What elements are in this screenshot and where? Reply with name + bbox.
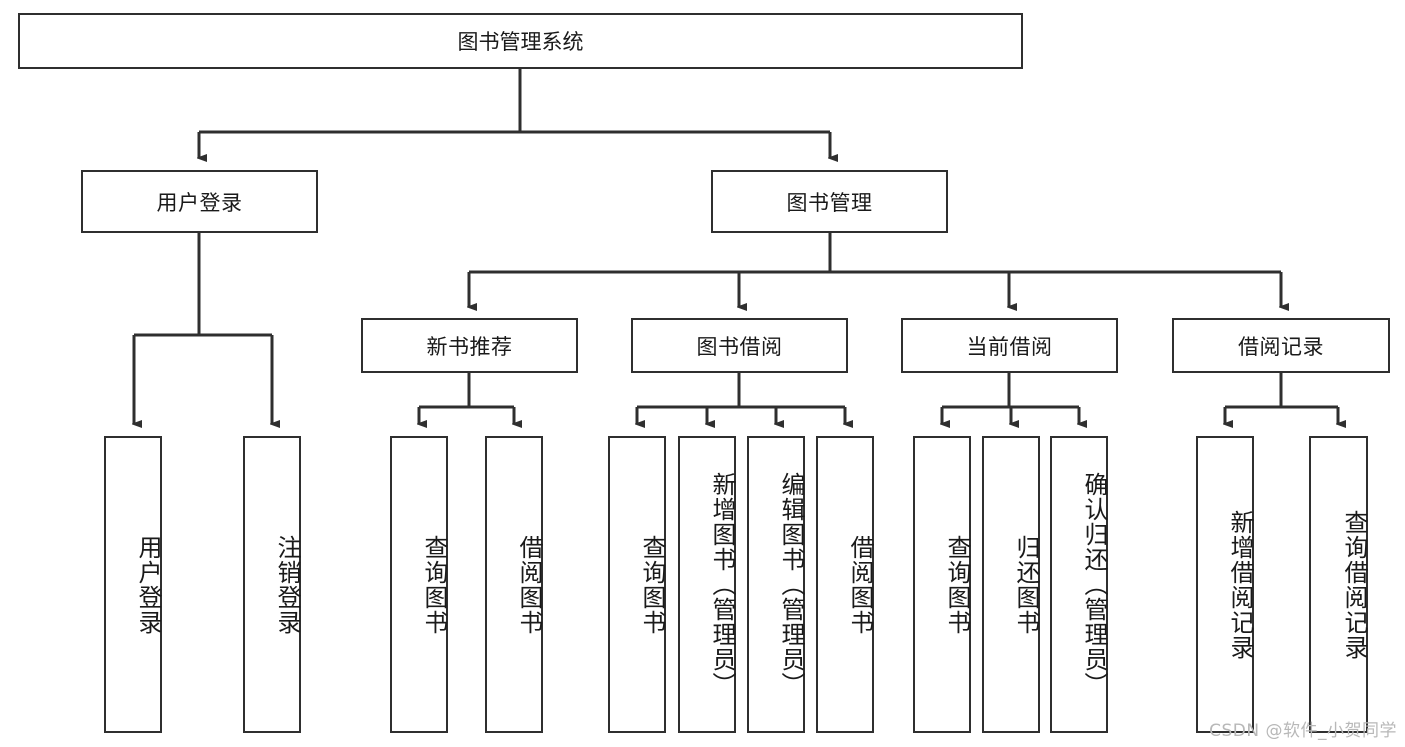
leaf-label: 借阅图书 bbox=[846, 534, 874, 635]
leaf-label: 新增图书（管理员） bbox=[708, 472, 736, 697]
leaf-label: 借阅图书 bbox=[515, 534, 543, 635]
leaf-node[interactable]: 确认归还（管理员） bbox=[1050, 436, 1108, 733]
leaf-node[interactable]: 编辑图书（管理员） bbox=[747, 436, 805, 733]
node-user-login[interactable]: 用户登录 bbox=[81, 170, 318, 233]
watermark: CSDN @软件_小贺同学 bbox=[1209, 721, 1397, 741]
node-label: 当前借阅 bbox=[966, 334, 1053, 359]
leaf-label: 查询图书 bbox=[943, 534, 971, 635]
node-root[interactable]: 图书管理系统 bbox=[18, 13, 1023, 69]
leaf-label: 确认归还（管理员） bbox=[1080, 472, 1108, 697]
leaf-label: 查询图书 bbox=[638, 534, 666, 635]
leaf-node[interactable]: 注销登录 bbox=[243, 436, 301, 733]
leaf-node[interactable]: 查询图书 bbox=[913, 436, 971, 733]
leaf-node[interactable]: 用户登录 bbox=[104, 436, 162, 733]
node-root-label: 图书管理系统 bbox=[457, 30, 584, 54]
leaf-label: 查询借阅记录 bbox=[1340, 509, 1368, 660]
node-label: 新书推荐 bbox=[426, 334, 513, 359]
leaf-node[interactable]: 借阅图书 bbox=[485, 436, 543, 733]
leaf-node[interactable]: 查询图书 bbox=[608, 436, 666, 733]
leaf-label: 新增借阅记录 bbox=[1226, 509, 1254, 660]
leaf-label: 查询图书 bbox=[420, 534, 448, 635]
leaf-node[interactable]: 查询借阅记录 bbox=[1309, 436, 1368, 733]
node-current-borrow[interactable]: 当前借阅 bbox=[901, 318, 1118, 373]
node-label: 借阅记录 bbox=[1238, 334, 1324, 359]
leaf-node[interactable]: 查询图书 bbox=[390, 436, 448, 733]
node-book-management[interactable]: 图书管理 bbox=[711, 170, 948, 233]
node-label: 图书借阅 bbox=[696, 334, 783, 359]
leaf-label: 注销登录 bbox=[273, 534, 301, 635]
leaf-node[interactable]: 归还图书 bbox=[982, 436, 1040, 733]
node-label: 图书管理 bbox=[786, 190, 873, 215]
leaf-label: 编辑图书（管理员） bbox=[777, 472, 805, 697]
leaf-node[interactable]: 新增借阅记录 bbox=[1196, 436, 1254, 733]
node-label: 用户登录 bbox=[156, 190, 243, 215]
node-borrow-record[interactable]: 借阅记录 bbox=[1172, 318, 1390, 373]
leaf-node[interactable]: 新增图书（管理员） bbox=[678, 436, 736, 733]
leaf-node[interactable]: 借阅图书 bbox=[816, 436, 874, 733]
node-book-borrow[interactable]: 图书借阅 bbox=[631, 318, 848, 373]
leaf-label: 用户登录 bbox=[134, 534, 162, 635]
leaf-label: 归还图书 bbox=[1012, 534, 1040, 635]
node-new-book-recommend[interactable]: 新书推荐 bbox=[361, 318, 578, 373]
